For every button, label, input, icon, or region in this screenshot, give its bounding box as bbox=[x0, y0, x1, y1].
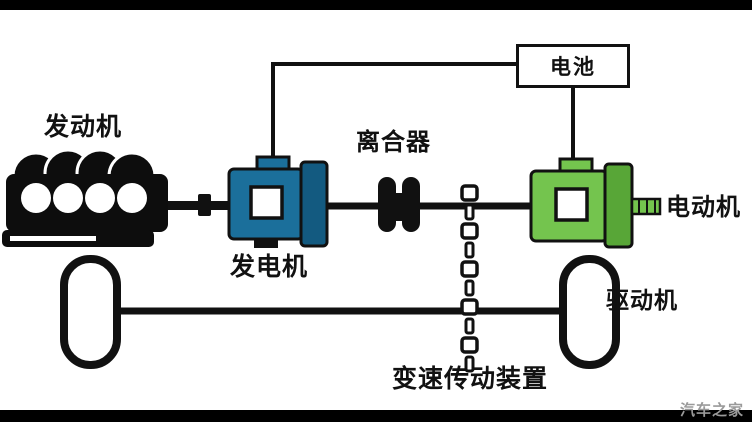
engine-icon bbox=[2, 148, 168, 247]
generator-battery-wire bbox=[271, 62, 517, 160]
engine-shaft bbox=[166, 194, 232, 216]
battery-label: 电池 bbox=[550, 55, 596, 79]
battery-box: 电池 bbox=[516, 44, 630, 88]
electric-motor-icon bbox=[529, 157, 634, 249]
transmission-chain-icon bbox=[460, 184, 479, 373]
generator-label: 发电机 bbox=[230, 252, 309, 281]
bottom-letterbox-bar bbox=[0, 410, 752, 422]
engine-label: 发动机 bbox=[44, 112, 123, 141]
transmission-label: 变速传动装置 bbox=[392, 364, 549, 393]
electric-motor-label: 电动机 bbox=[666, 193, 741, 221]
watermark-text: 汽车之家 bbox=[679, 401, 744, 419]
clutch-label: 离合器 bbox=[356, 128, 431, 156]
motor-output-shaft bbox=[630, 197, 662, 216]
right-wheel-icon bbox=[559, 255, 620, 369]
top-letterbox-bar bbox=[0, 0, 752, 10]
clutch-icon bbox=[378, 177, 420, 232]
generator-icon bbox=[227, 155, 329, 248]
drive-label: 驱动机 bbox=[606, 288, 678, 314]
left-wheel-icon bbox=[60, 255, 121, 369]
